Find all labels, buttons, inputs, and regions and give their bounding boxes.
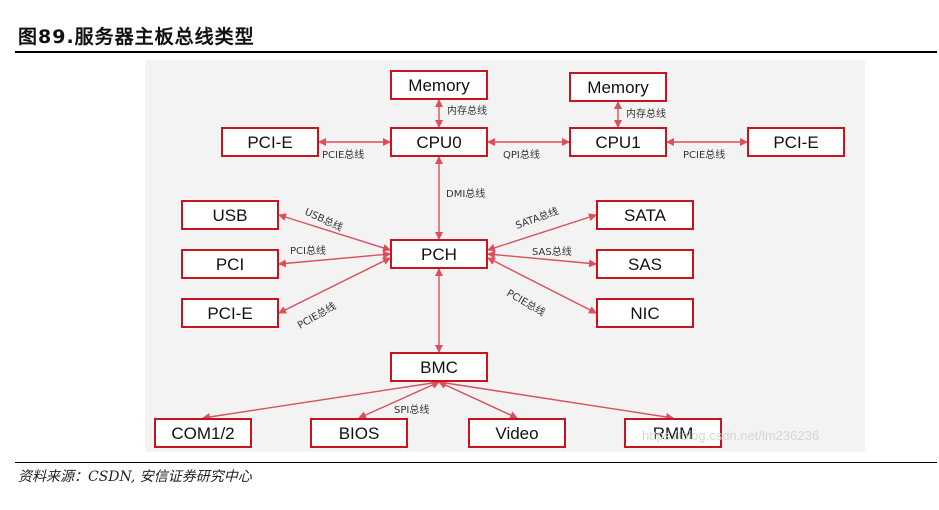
node-cpu1: CPU1 (569, 127, 667, 157)
link-pcie-nic-arrow (487, 257, 597, 314)
node-com: COM1/2 (154, 418, 252, 448)
node-bios-label: BIOS (339, 424, 380, 443)
watermark: https://blog.csdn.net/lm236236 (642, 428, 819, 443)
node-pcie-low-label: PCI-E (207, 304, 252, 323)
link-qpi-label: QPI总线 (503, 148, 540, 161)
link-pcie-low-arrow (278, 257, 391, 314)
node-pcie-right-label: PCI-E (773, 133, 818, 152)
node-usb-label: USB (213, 206, 248, 225)
node-pch-label: PCH (421, 245, 457, 264)
node-pci-label: PCI (216, 255, 244, 274)
link-mem0-label: 内存总线 (447, 104, 487, 117)
node-rmm: RMM (624, 418, 722, 448)
link-pcie-nic-label: PCIE总线 (505, 286, 548, 318)
link-sas-label: SAS总线 (532, 245, 572, 258)
node-pcie-low: PCI-E (181, 298, 279, 328)
node-cpu1-label: CPU1 (595, 133, 640, 152)
node-memory1: Memory (569, 72, 667, 102)
node-pch: PCH (390, 239, 488, 269)
node-nic: NIC (596, 298, 694, 328)
link-pcie-low-label: PCIE总线 (295, 299, 338, 331)
node-sata-label: SATA (624, 206, 667, 225)
node-sas-label: SAS (628, 255, 662, 274)
link-sata-arrow (487, 213, 597, 252)
node-rmm-label: RMM (653, 424, 694, 443)
node-bios: BIOS (310, 418, 408, 448)
source-rule (15, 462, 937, 463)
node-com-label: COM1/2 (171, 424, 234, 443)
link-arrow-4 (438, 379, 674, 421)
node-video: Video (468, 418, 566, 448)
node-bmc-label: BMC (420, 358, 458, 377)
node-usb: USB (181, 200, 279, 230)
node-nic-label: NIC (630, 304, 659, 323)
node-memory1-label: Memory (587, 78, 649, 97)
node-pcie-right: PCI-E (747, 127, 845, 157)
node-pcie-left: PCI-E (221, 127, 319, 157)
link-pcie-right-label: PCIE总线 (683, 148, 725, 161)
node-sata: SATA (596, 200, 694, 230)
node-video-label: Video (495, 424, 538, 443)
node-bmc: BMC (390, 352, 488, 382)
node-memory0-label: Memory (408, 76, 470, 95)
link-sata-label: SATA总线 (514, 204, 561, 232)
link-usb-arrow (278, 213, 391, 252)
title-rule (15, 51, 937, 53)
node-memory0: Memory (390, 70, 488, 100)
link-pcie-left-label: PCIE总线 (322, 148, 364, 161)
node-pci: PCI (181, 249, 279, 279)
link-spi-label: SPI总线 (394, 403, 429, 416)
node-pcie-left-label: PCI-E (247, 133, 292, 152)
link-dmi-label: DMI总线 (446, 187, 485, 200)
node-sas: SAS (596, 249, 694, 279)
link-arrow-2 (202, 379, 440, 421)
source-note: 资料来源：CSDN, 安信证券研究中心 (18, 469, 252, 485)
link-pci-label: PCI总线 (290, 244, 326, 257)
node-cpu0: CPU0 (390, 127, 488, 157)
node-cpu0-label: CPU0 (416, 133, 461, 152)
link-mem1-label: 内存总线 (626, 107, 666, 120)
figure-title: 图89.服务器主板总线类型 (18, 26, 255, 48)
